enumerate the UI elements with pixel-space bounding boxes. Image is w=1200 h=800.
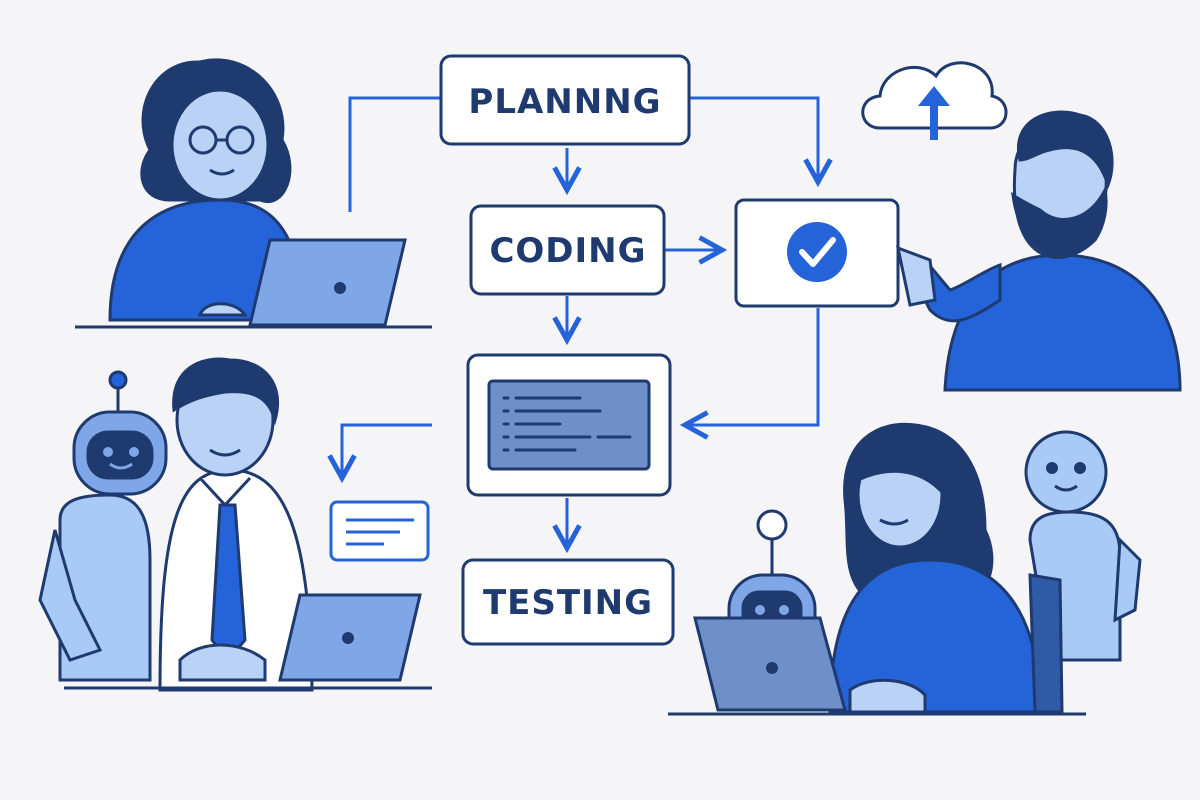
- person-woman-glasses: [108, 58, 407, 327]
- code-editor-icon: [487, 379, 651, 471]
- person-woman-long-hair: [828, 422, 1064, 714]
- testing-box: TESTING: [461, 558, 675, 646]
- build-box: [466, 353, 672, 497]
- robot-assistant-left: [38, 370, 168, 682]
- planning-box: PLANNNG: [439, 54, 691, 146]
- laptop-bottom-right: [693, 616, 927, 714]
- cloud-upload-icon: [861, 61, 1008, 140]
- person-man-tie: [158, 357, 422, 692]
- connector-planning-review: [690, 96, 818, 182]
- check-circle-icon: [787, 222, 847, 282]
- connector-review-build: [685, 308, 820, 425]
- coding-label: CODING: [489, 231, 646, 271]
- coding-box: CODING: [469, 204, 666, 296]
- testing-label: TESTING: [483, 583, 653, 623]
- message-card-icon: [329, 500, 430, 562]
- planning-label: PLANNNG: [468, 82, 661, 122]
- person-bearded-man: [895, 110, 1182, 392]
- connector-build-note: [342, 423, 432, 478]
- review-box: [734, 198, 900, 308]
- connector-planning-left: [348, 96, 440, 212]
- flow-connectors: [342, 96, 820, 548]
